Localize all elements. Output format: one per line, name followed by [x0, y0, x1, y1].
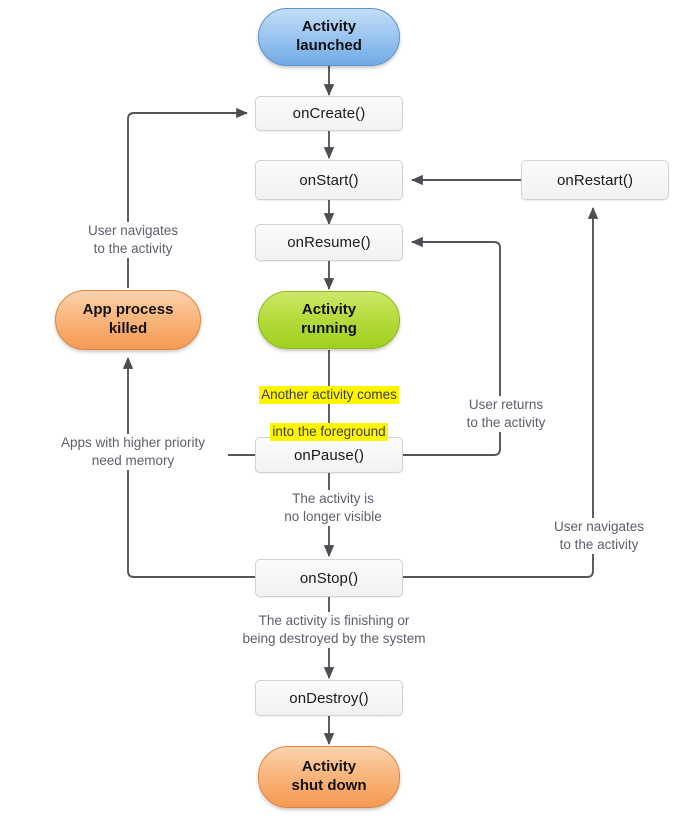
node-ondestroy-label: onDestroy(): [289, 689, 369, 707]
node-activity-running-label: Activity running: [301, 301, 357, 337]
edge-label-finishing-or-destroyed: The activity is finishing or being destr…: [194, 612, 474, 649]
node-ondestroy[interactable]: onDestroy(): [255, 680, 403, 716]
node-onrestart[interactable]: onRestart(): [521, 160, 669, 200]
node-onresume-label: onResume(): [287, 234, 371, 251]
node-onstop[interactable]: onStop(): [255, 559, 403, 597]
edge-label-user-navigates-left: User navigates to the activity: [58, 222, 208, 259]
edge-label-no-longer-visible: The activity is no longer visible: [252, 490, 414, 527]
node-oncreate[interactable]: onCreate(): [255, 96, 403, 131]
node-onpause[interactable]: onPause(): [255, 437, 403, 473]
node-activity-launched-label: Activity launched: [296, 18, 362, 54]
node-onstop-label: onStop(): [299, 569, 359, 587]
node-activity-launched[interactable]: Activity launched: [258, 8, 400, 66]
node-onrestart-label: onRestart(): [556, 171, 634, 189]
edge-label-another-activity-foreground: Another activity comes into the foregrou…: [238, 368, 420, 459]
edge-appkilled-to-oncreate: [127, 107, 248, 288]
node-onresume[interactable]: onResume(): [255, 224, 403, 261]
node-app-process-killed-label: App process killed: [82, 301, 174, 337]
edge-label-apps-higher-priority: Apps with higher priority need memory: [38, 434, 228, 471]
node-app-process-killed[interactable]: App process killed: [55, 290, 201, 350]
node-activity-running[interactable]: Activity running: [258, 291, 400, 349]
edge-label-user-navigates-right: User navigates to the activity: [527, 518, 671, 555]
edge-label-user-returns: User returns to the activity: [440, 396, 572, 433]
node-onpause-label: onPause(): [293, 446, 365, 464]
edge-onpause-to-onresume: [403, 236, 501, 456]
edge-label-another-activity-foreground-line2: into the foreground: [270, 422, 388, 441]
edge-onstop-to-appkilled: [122, 357, 255, 578]
node-onstart[interactable]: onStart(): [255, 160, 403, 200]
edge-onstop-to-onrestart: [403, 207, 599, 578]
node-activity-shut-down-label: Activity shut down: [291, 758, 367, 794]
node-activity-shut-down[interactable]: Activity shut down: [258, 746, 400, 808]
node-onstart-label: onStart(): [299, 171, 359, 189]
node-oncreate-label: onCreate(): [292, 105, 366, 122]
edge-label-another-activity-foreground-line1: Another activity comes: [259, 386, 399, 405]
